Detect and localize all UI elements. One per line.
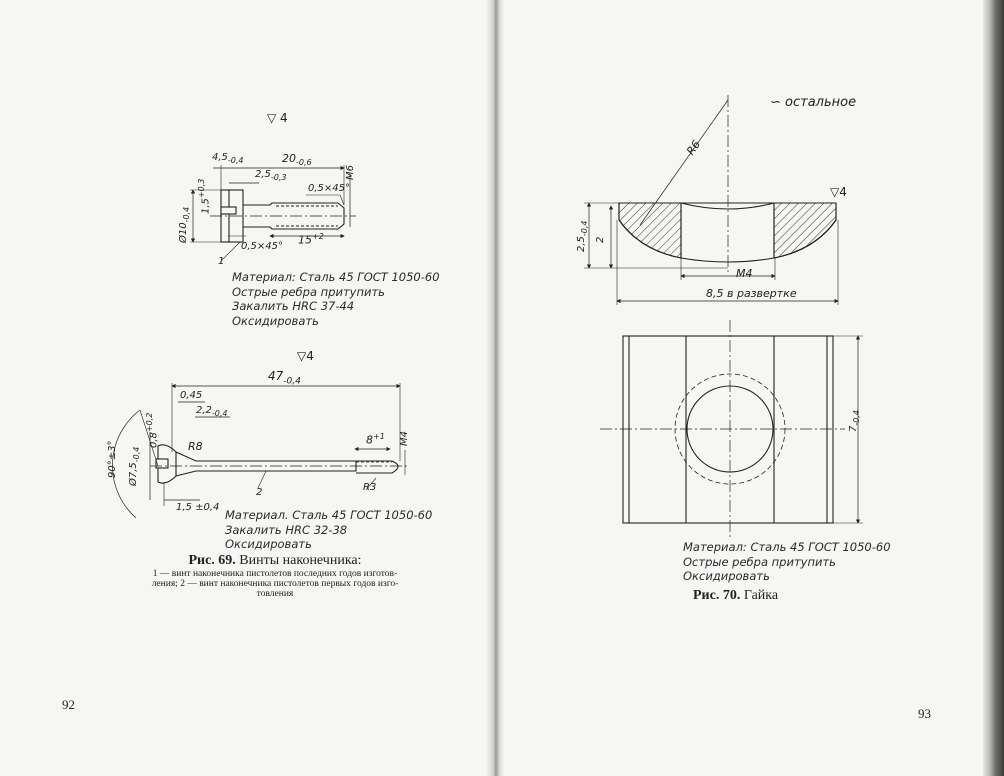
nut-section-drawing — [584, 95, 839, 305]
material-line: Материал: Сталь 45 ГОСТ 1050-60 — [683, 540, 891, 554]
material-line: Острые ребра притупить — [232, 284, 385, 299]
screw-1-drawing — [190, 165, 356, 261]
dim-7: 7-0,4 — [848, 410, 861, 432]
material-note-1: Материал: Сталь 45 ГОСТ 1050-60 Острые р… — [232, 270, 440, 328]
page-number-right: 93 — [918, 706, 931, 721]
finish-symbol-2: ▽4 — [297, 349, 314, 363]
dim-thread-m6: М6 — [345, 165, 356, 180]
right-page — [495, 0, 985, 776]
dim-c: 2,5-0,3 — [255, 169, 287, 182]
leader-1: 1 — [218, 256, 225, 267]
material-line: Закалить HRC 37-44 — [232, 299, 355, 313]
material-line: Материал. Сталь 45 ГОСТ 1050-60 — [225, 508, 433, 522]
book-gutter — [486, 0, 504, 776]
dim-dia-75: Ø7,5-0,4 — [128, 446, 141, 486]
dim-d1: 1,5+0,3 — [197, 178, 212, 214]
material-note-2: Материал. Сталь 45 ГОСТ 1050-60 Закалить… — [225, 508, 432, 552]
caption-line: ления; 2 — винт наконечника пистолетов п… — [151, 579, 399, 589]
finish-symbol-3: ▽4 — [830, 185, 847, 199]
page-edge-shadow — [983, 0, 1004, 776]
leader-2: 2 — [256, 487, 263, 498]
dim-chamfer-2: 0,5×45° — [241, 241, 284, 252]
dim-a: 4,5-0,4 — [212, 152, 244, 165]
dim-angle: 90°±3° — [107, 440, 118, 478]
dim-total-47: 47-0,4 — [268, 369, 301, 387]
dim-8: 8+1 — [366, 432, 385, 447]
dim-dia-10: Ø10-0,4 — [178, 206, 191, 243]
figure-69-title: Рис. 69. Винты наконечника: — [188, 553, 362, 568]
nut-plan-drawing — [600, 320, 863, 540]
dim-2: 2 — [595, 236, 606, 243]
finish-rest-note: ∽ остальное — [770, 95, 857, 110]
dim-045: 0,45 — [180, 390, 203, 401]
figure-70-caption: Рис. 70. Гайка — [693, 588, 778, 604]
dim-15: 1,5 ±0,4 — [176, 502, 220, 513]
material-line: Закалить HRC 32-38 — [225, 522, 348, 537]
figure-69-caption: Рис. 69. Винты наконечника: 1 — винт нак… — [110, 553, 440, 599]
dim-r8: R8 — [188, 440, 203, 453]
material-line: Материал: Сталь 45 ГОСТ 1050-60 — [232, 270, 440, 284]
material-line: Острые ребра притупить — [683, 554, 836, 569]
caption-line: 1 — винт наконечника пистолетов последни… — [152, 569, 398, 579]
dim-08: 0,8+0,2 — [145, 412, 160, 448]
dim-22: 2,2-0,4 — [196, 405, 228, 418]
material-line: Оксидировать — [225, 537, 312, 551]
page-number-left: 92 — [62, 697, 75, 712]
material-line: Оксидировать — [232, 313, 319, 328]
figure-70-title: Рис. 70. Гайка — [693, 588, 779, 603]
dim-25: 2,5-0,4 — [576, 220, 589, 252]
caption-line: товления — [256, 589, 294, 599]
material-line: Оксидировать — [683, 569, 770, 583]
dim-b: 20-0,6 — [282, 152, 312, 168]
dim-r3: R3 — [363, 482, 377, 493]
finish-symbol-1: ▽ 4 — [267, 111, 288, 125]
screw-2-drawing — [112, 383, 410, 519]
dim-m4: М4 — [736, 267, 753, 280]
material-note-3: Материал: Сталь 45 ГОСТ 1050-60 Острые р… — [683, 540, 891, 584]
dim-chamfer-1: 0,5×45° — [308, 183, 351, 194]
dim-len: 15+2 — [298, 232, 324, 247]
dim-thread-m4: М4 — [399, 431, 410, 446]
finish-rest-icon: ∽ — [770, 95, 781, 110]
dim-85: 8,5 в развертке — [706, 287, 797, 300]
